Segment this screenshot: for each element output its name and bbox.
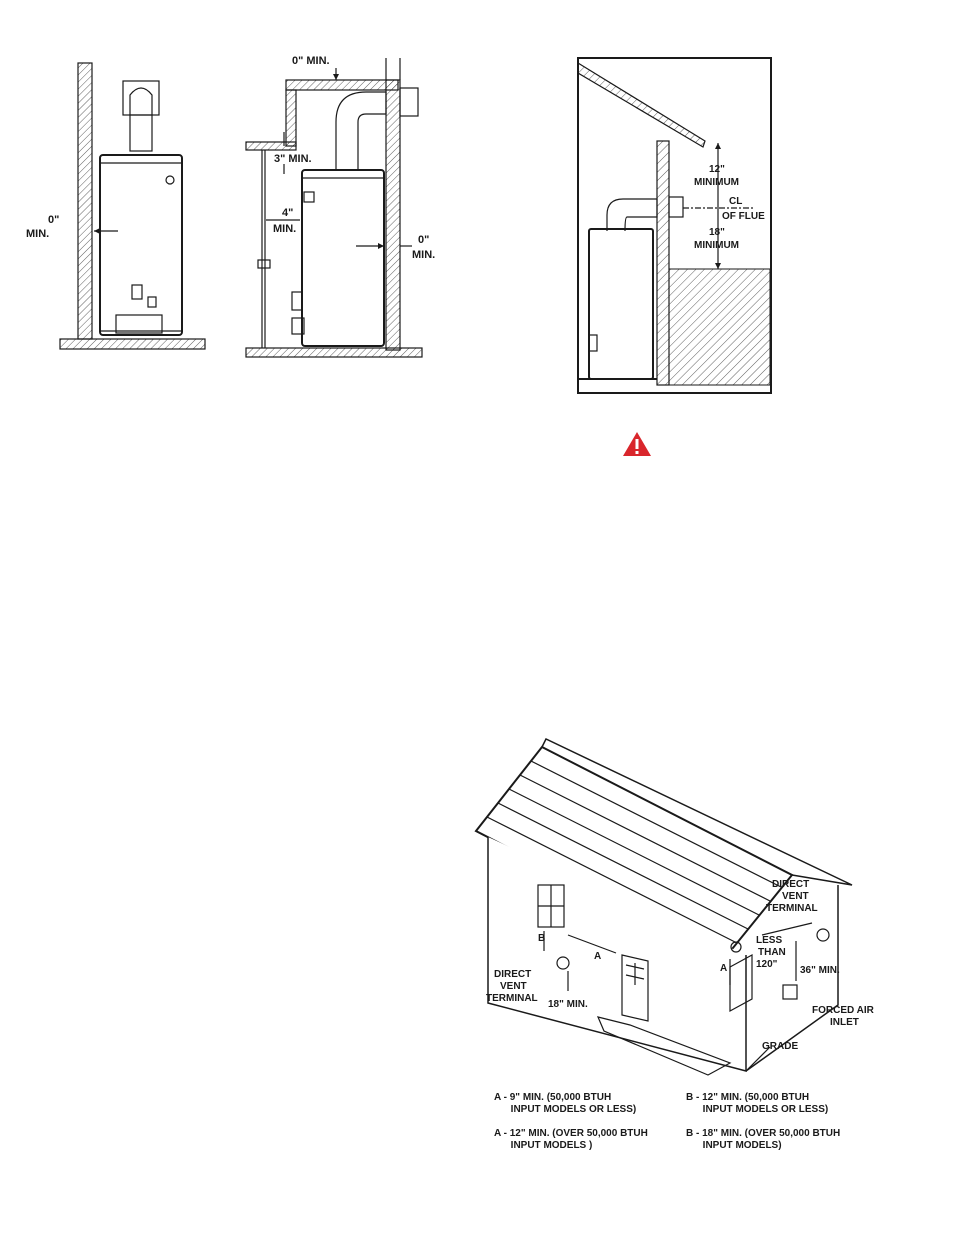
dim-b-label: B xyxy=(538,933,545,944)
note-a-large: A - 12" MIN. (OVER 50,000 BTUH INPUT MOD… xyxy=(494,1128,648,1151)
top-clearance-label: 0" MIN. xyxy=(292,55,330,67)
walkway xyxy=(596,1016,732,1076)
above-min-label: MINIMUM xyxy=(694,177,739,188)
front-clearance-label: 4" xyxy=(282,207,293,219)
exterior-wall xyxy=(656,140,670,386)
note-a-small: A - 9" MIN. (50,000 BTUH INPUT MODELS OR… xyxy=(494,1092,637,1115)
flue-cl-label: CL xyxy=(729,196,742,207)
less-than-2: THAN xyxy=(758,947,786,958)
direct-vent-right-1: DIRECT xyxy=(772,879,809,890)
ceiling-clearance-label: 3" MIN. xyxy=(274,153,312,165)
direct-vent-terminal-side xyxy=(816,928,830,942)
direct-vent-left-3: TERMINAL xyxy=(486,993,538,1004)
direct-vent-right-2: VENT xyxy=(782,891,809,902)
flue-label: OF FLUE xyxy=(722,211,765,222)
warning-triangle-icon xyxy=(623,432,651,456)
water-heater xyxy=(301,169,385,347)
direct-vent-terminal-front xyxy=(556,956,570,970)
note-b-large: B - 18" MIN. (OVER 50,000 BTUH INPUT MOD… xyxy=(686,1128,841,1151)
floor xyxy=(59,338,206,350)
clearance-min-label: MIN. xyxy=(26,228,49,240)
right-clearance-min-label: MIN. xyxy=(412,249,435,261)
vent-hood xyxy=(122,80,160,116)
dim-a2-label: A xyxy=(720,963,727,974)
floor xyxy=(245,347,423,358)
note-b-small: B - 12" MIN. (50,000 BTUH INPUT MODELS O… xyxy=(686,1092,829,1115)
side-wall xyxy=(745,885,839,1072)
water-heater xyxy=(588,228,654,380)
min-36-label: 36" MIN. xyxy=(800,965,840,976)
forced-air-inlet xyxy=(782,984,798,1000)
ground xyxy=(668,268,771,386)
right-clearance-label: 0" xyxy=(418,234,429,246)
above-value-label: 12" xyxy=(709,164,725,175)
water-heater xyxy=(99,154,183,336)
figure-flue-height: 12" MINIMUM CL OF FLUE 18" MINIMUM xyxy=(577,57,772,394)
direct-vent-left-2: VENT xyxy=(500,981,527,992)
less-than-1: LESS xyxy=(756,935,782,946)
less-than-3: 120" xyxy=(756,959,778,970)
ceiling xyxy=(285,79,399,91)
front-clearance-min-label: MIN. xyxy=(273,223,296,235)
direct-vent-right-3: TERMINAL xyxy=(766,903,818,914)
figure-wall-clearance: 0" MIN. xyxy=(26,62,206,350)
direct-vent-left-1: DIRECT xyxy=(494,969,531,980)
figure-direct-vent-house: B A A DIRECT VENT TERMINAL 18" MIN. DIRE… xyxy=(474,738,875,1076)
grade-label: GRADE xyxy=(762,1041,798,1052)
right-wall xyxy=(385,79,401,351)
forced-air-1: FORCED AIR xyxy=(812,1005,875,1016)
wall xyxy=(77,62,93,340)
figure-closet-clearance: 0" MIN. 3" MIN. 4" MIN. 0" MIN. xyxy=(245,55,435,358)
vent-pipe xyxy=(129,114,153,152)
side-window xyxy=(729,953,753,1013)
roof xyxy=(577,61,706,148)
clearance-label: 0" xyxy=(48,214,59,226)
below-value-label: 18" xyxy=(709,227,725,238)
door xyxy=(621,954,649,1022)
dim-a-label: A xyxy=(594,951,601,962)
below-min-label: MINIMUM xyxy=(694,240,739,251)
forced-air-2: INLET xyxy=(830,1017,859,1028)
min-18-label: 18" MIN. xyxy=(548,999,588,1010)
